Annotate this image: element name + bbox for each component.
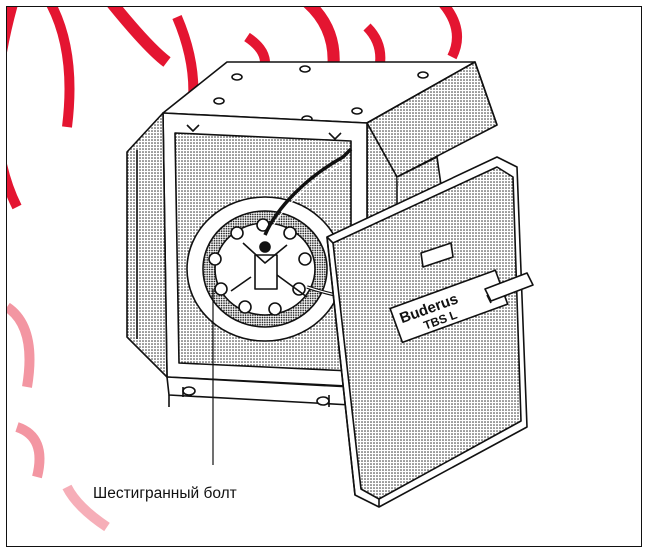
hex-bolts: [208, 218, 312, 316]
left-side-panel: [126, 112, 168, 378]
figure-frame: Buderus TBS L Шестигранный болт: [6, 6, 642, 547]
wiring-cable: [263, 147, 353, 236]
boiler-drawing: Buderus TBS L: [126, 61, 534, 508]
door-window: [420, 242, 454, 268]
hex-bolt-callout-label: Шестигранный болт: [93, 485, 237, 502]
cable-plug: [484, 272, 534, 302]
watermark: [7, 7, 462, 532]
